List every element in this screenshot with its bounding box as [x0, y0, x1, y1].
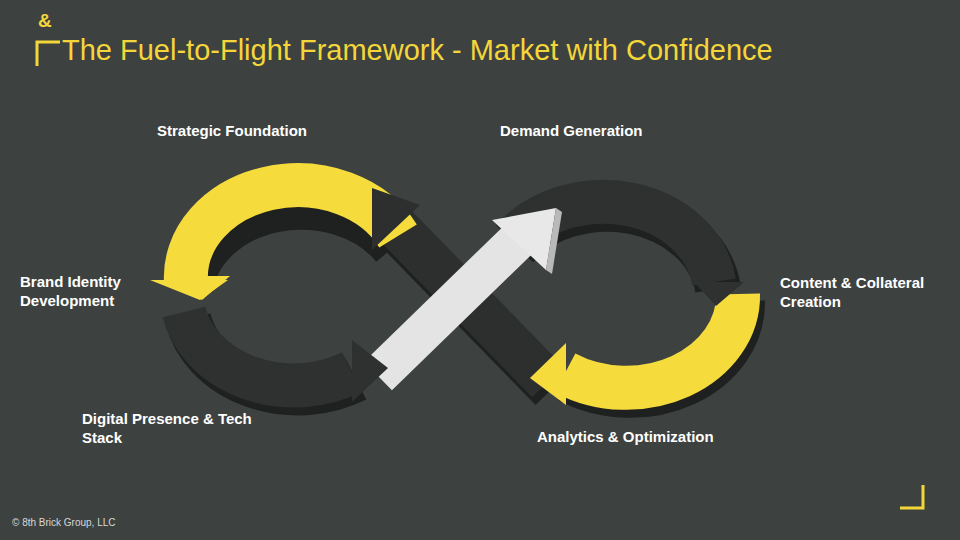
stage-label: Digital Presence & Tech Stack — [82, 410, 272, 448]
brand-logo: & — [38, 10, 52, 32]
stage-label: Strategic Foundation — [157, 122, 357, 141]
stage-label: Brand Identity Development — [20, 273, 145, 311]
copyright-note: © 8th Brick Group, LLC — [12, 517, 116, 528]
stage-label: Demand Generation — [500, 122, 700, 141]
stage-label: Analytics & Optimization — [537, 428, 757, 447]
slide-title: The Fuel-to-Flight Framework - Market wi… — [62, 34, 773, 67]
stage-label: Content & Collateral Creation — [780, 274, 950, 312]
